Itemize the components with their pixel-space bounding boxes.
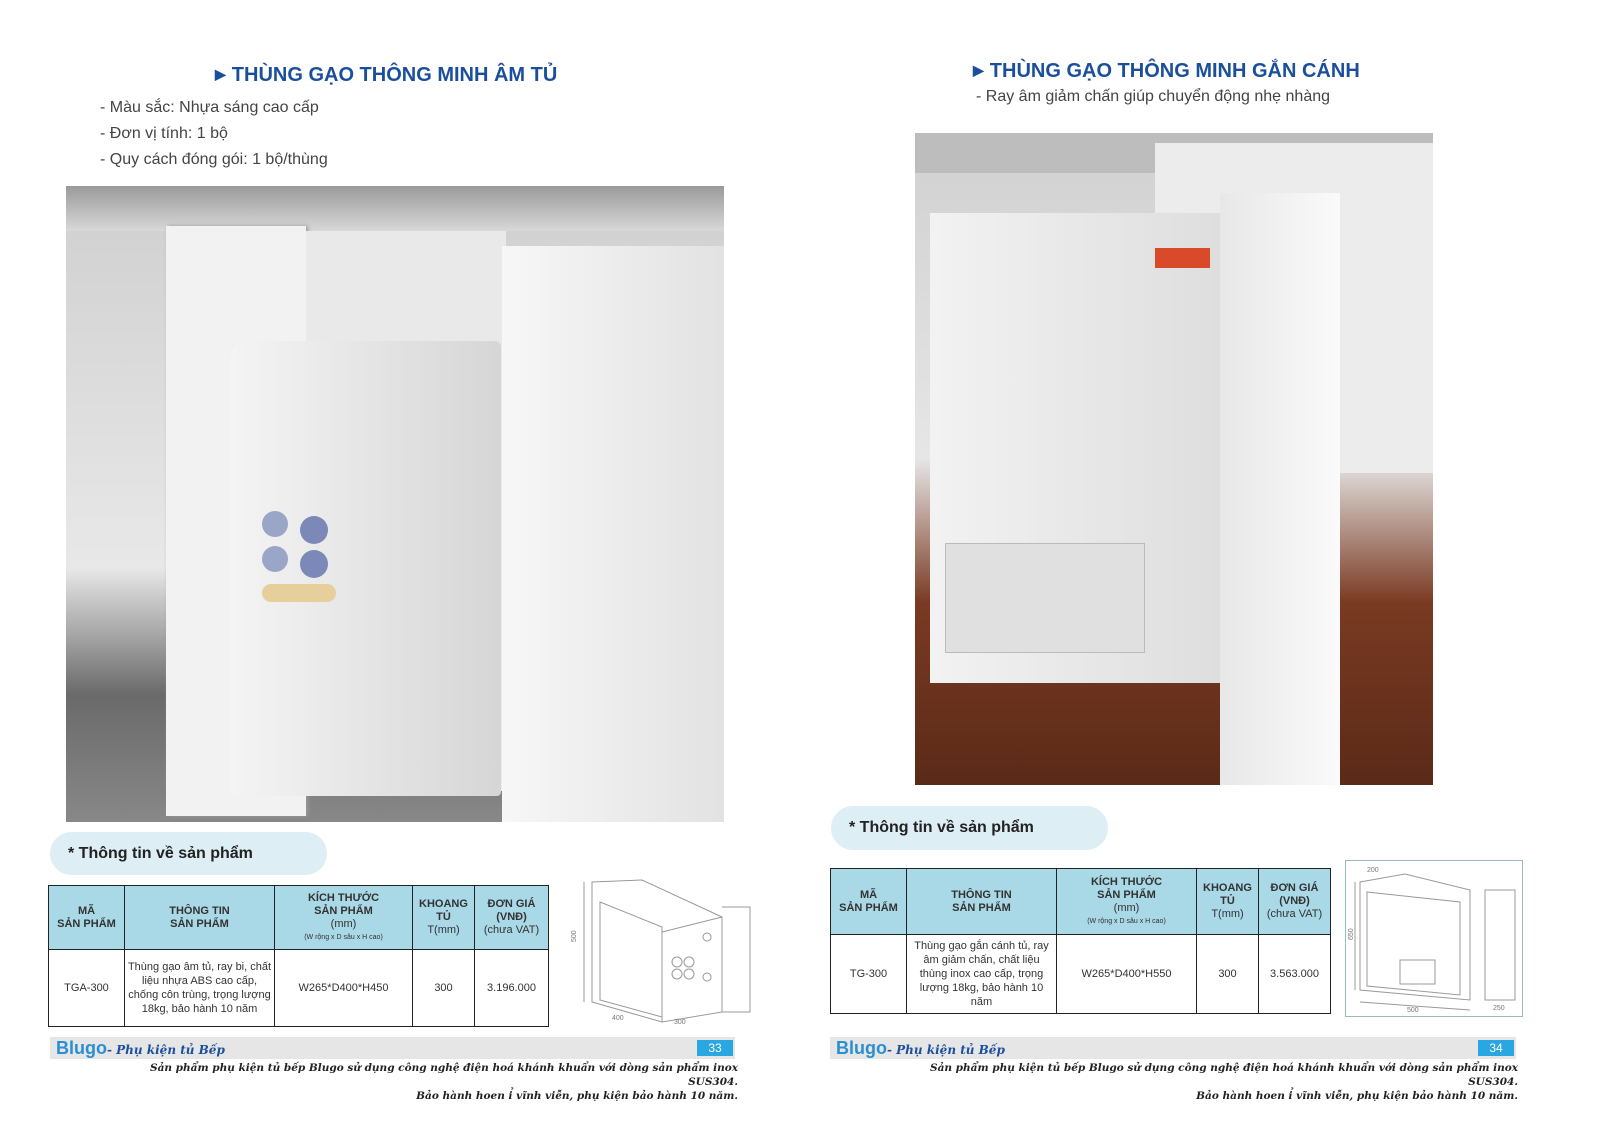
cell-info: Thùng gạo âm tủ, ray bi, chất liệu nhựa …	[124, 949, 275, 1027]
technical-drawing-right: 200 650 500 250	[1345, 860, 1523, 1017]
triangle-icon: ▶	[973, 62, 984, 78]
cell-price: 3.196.000	[474, 949, 549, 1027]
brand-tagline: - Phụ kiện tủ Bếp	[107, 1042, 225, 1057]
product-info-label-right: * Thông tin về sản phẩm	[831, 806, 1108, 850]
triangle-icon: ▶	[215, 66, 226, 82]
dim-depth: 400	[612, 1015, 624, 1022]
header-price: ĐƠN GIÁ(VNĐ)(chưa VAT)	[474, 885, 549, 950]
spec-color: - Màu sắc: Nhựa sáng cao cấp	[100, 99, 319, 116]
brand-logo: Blugo	[56, 1037, 107, 1058]
title-text: THÙNG GẠO THÔNG MINH ÂM TỦ	[231, 64, 558, 86]
footer-note-right: Sản phẩm phụ kiện tủ bếp Blugo sử dụng c…	[930, 1062, 1518, 1102]
brand-tagline: - Phụ kiện tủ Bếp	[887, 1042, 1005, 1057]
footer-bar-right: Blugo- Phụ kiện tủ Bếp 34	[830, 1037, 1516, 1059]
cell-code: TGA-300	[48, 949, 125, 1027]
dim-width: 500	[1407, 1007, 1419, 1014]
table-row: TGA-300 Thùng gạo âm tủ, ray bi, chất li…	[48, 949, 549, 1027]
title-text: THÙNG GẠO THÔNG MINH GẮN CÁNH	[989, 60, 1360, 82]
spec-unit: - Đơn vị tính: 1 bộ	[100, 125, 228, 142]
subtitle-right: - Ray âm giảm chấn giúp chuyển động nhẹ …	[976, 88, 1331, 105]
dim-width: 300	[674, 1019, 686, 1026]
product-photo-left	[66, 186, 724, 822]
cell-size: W265*D400*H450	[274, 949, 413, 1027]
table-row: TG-300 Thùng gạo gắn cánh tủ, ray âm giả…	[830, 934, 1331, 1014]
dim-height: 500	[571, 930, 578, 942]
page-title-right: ▶ THÙNG GẠO THÔNG MINH GẮN CÁNH	[973, 60, 1360, 83]
brand-logo: Blugo	[836, 1037, 887, 1058]
cell-size: W265*D400*H550	[1056, 934, 1197, 1014]
cell-price: 3.563.000	[1258, 934, 1331, 1014]
dim-top: 200	[1367, 867, 1379, 874]
product-info-label-left: * Thông tin về sản phẩm	[50, 832, 327, 875]
header-price: ĐƠN GIÁ(VNĐ)(chưa VAT)	[1258, 868, 1331, 935]
technical-drawing-left: 500 400 300	[571, 879, 751, 1026]
page-number: 34	[1478, 1040, 1514, 1056]
footer-note-left: Sản phẩm phụ kiện tủ bếp Blugo sử dụng c…	[150, 1062, 738, 1102]
dim-depth: 250	[1493, 1005, 1505, 1012]
product-photo-right	[915, 133, 1433, 785]
spec-packaging: - Quy cách đóng gói: 1 bộ/thùng	[100, 151, 328, 168]
cell-info: Thùng gạo gắn cánh tủ, ray âm giảm chấn,…	[906, 934, 1057, 1014]
cell-code: TG-300	[830, 934, 907, 1014]
page-number: 33	[697, 1040, 733, 1056]
cell-cabinet: 300	[412, 949, 475, 1027]
dim-height: 650	[1348, 928, 1355, 940]
page-title-left: ▶ THÙNG GẠO THÔNG MINH ÂM TỦ	[215, 64, 557, 87]
cell-cabinet: 300	[1196, 934, 1259, 1014]
footer-bar-left: Blugo- Phụ kiện tủ Bếp 33	[50, 1037, 735, 1059]
